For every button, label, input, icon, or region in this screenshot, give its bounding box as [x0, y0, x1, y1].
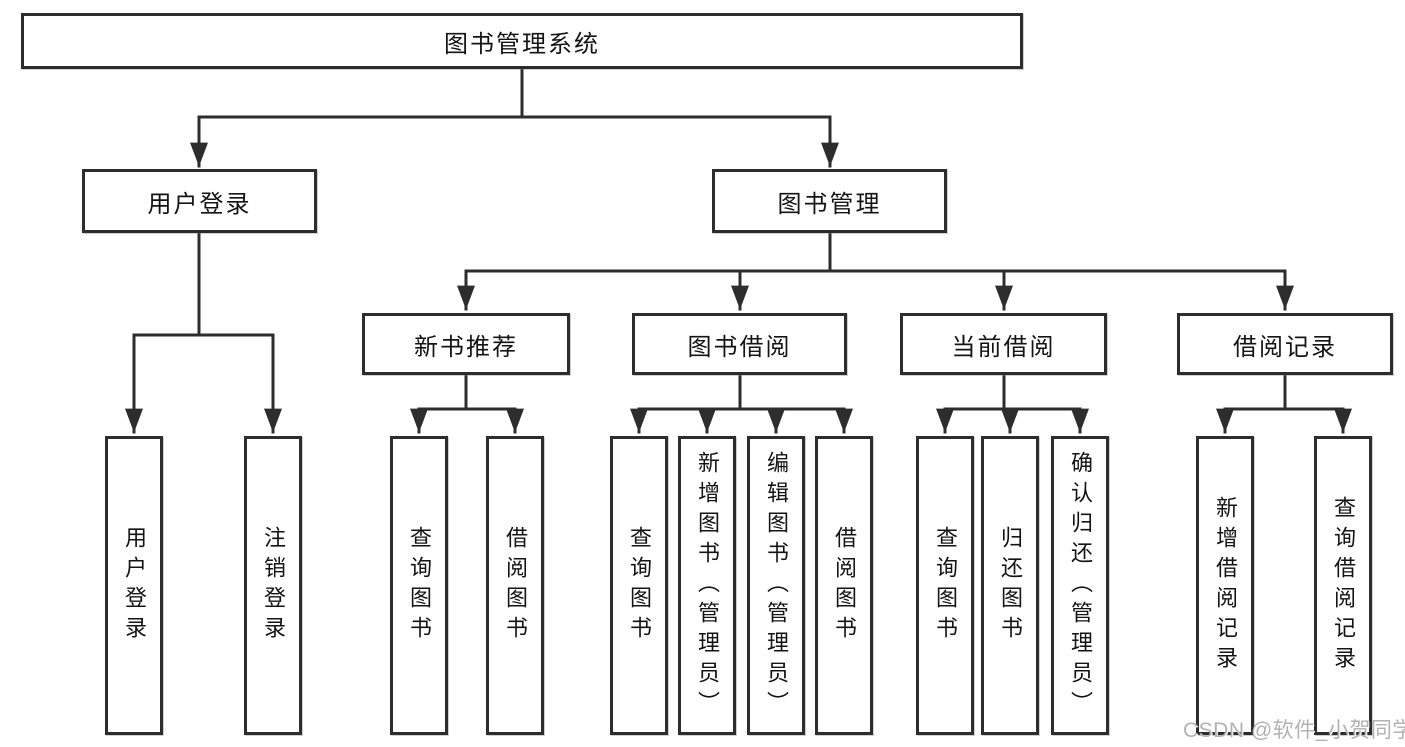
- node-library-management-system: 图书管理系统: [21, 13, 1023, 69]
- node-label: 借阅图书: [832, 525, 857, 646]
- leaf-user-login: 用户登录: [105, 436, 163, 735]
- node-new-book-recommendation: 新书推荐: [362, 313, 570, 375]
- node-label: 用户登录: [122, 525, 147, 646]
- node-label: 图书管理系统: [444, 30, 600, 58]
- node-label: 借阅图书: [503, 525, 528, 646]
- leaf-query-books-recommend: 查询图书: [390, 436, 448, 735]
- leaf-add-books-admin: 新增图书（管理员）: [678, 436, 736, 735]
- node-user-login: 用户登录: [82, 169, 317, 233]
- node-label: 编辑图书（管理员）: [764, 450, 789, 721]
- leaf-query-books-borrow: 查询图书: [610, 436, 668, 735]
- node-label: 查询图书: [407, 525, 432, 646]
- node-current-borrowing: 当前借阅: [900, 313, 1107, 375]
- node-label: 新增借阅记录: [1213, 495, 1238, 676]
- node-book-borrowing: 图书借阅: [632, 313, 847, 375]
- node-label: 查询图书: [933, 525, 958, 646]
- leaf-edit-books-admin: 编辑图书（管理员）: [747, 436, 805, 735]
- leaf-confirm-return-admin: 确认归还（管理员）: [1051, 436, 1109, 735]
- node-label: 确认归还（管理员）: [1068, 450, 1093, 721]
- csdn-watermark: CSDN @软件_小贺同学: [1183, 719, 1405, 742]
- node-label: 新书推荐: [414, 333, 518, 361]
- leaf-query-borrow-record: 查询借阅记录: [1314, 436, 1372, 735]
- leaf-return-books: 归还图书: [981, 436, 1039, 735]
- leaf-add-borrow-record: 新增借阅记录: [1196, 436, 1254, 735]
- leaf-borrow-books-recommend: 借阅图书: [486, 436, 544, 735]
- node-label: 新增图书（管理员）: [695, 450, 720, 721]
- node-borrowing-records: 借阅记录: [1177, 313, 1393, 375]
- leaf-borrow-books: 借阅图书: [815, 436, 873, 735]
- node-label: 当前借阅: [951, 333, 1056, 361]
- node-label: 注销登录: [261, 525, 286, 646]
- node-book-management: 图书管理: [712, 169, 947, 233]
- node-label: 查询借阅记录: [1331, 495, 1356, 676]
- node-label: 借阅记录: [1233, 333, 1337, 361]
- node-label: 查询图书: [627, 525, 652, 646]
- node-label: 归还图书: [998, 525, 1023, 646]
- leaf-logout: 注销登录: [244, 436, 302, 735]
- node-label: 用户登录: [147, 190, 252, 218]
- node-label: 图书借阅: [687, 333, 792, 361]
- leaf-query-books-current: 查询图书: [916, 436, 974, 735]
- node-label: 图书管理: [777, 190, 882, 218]
